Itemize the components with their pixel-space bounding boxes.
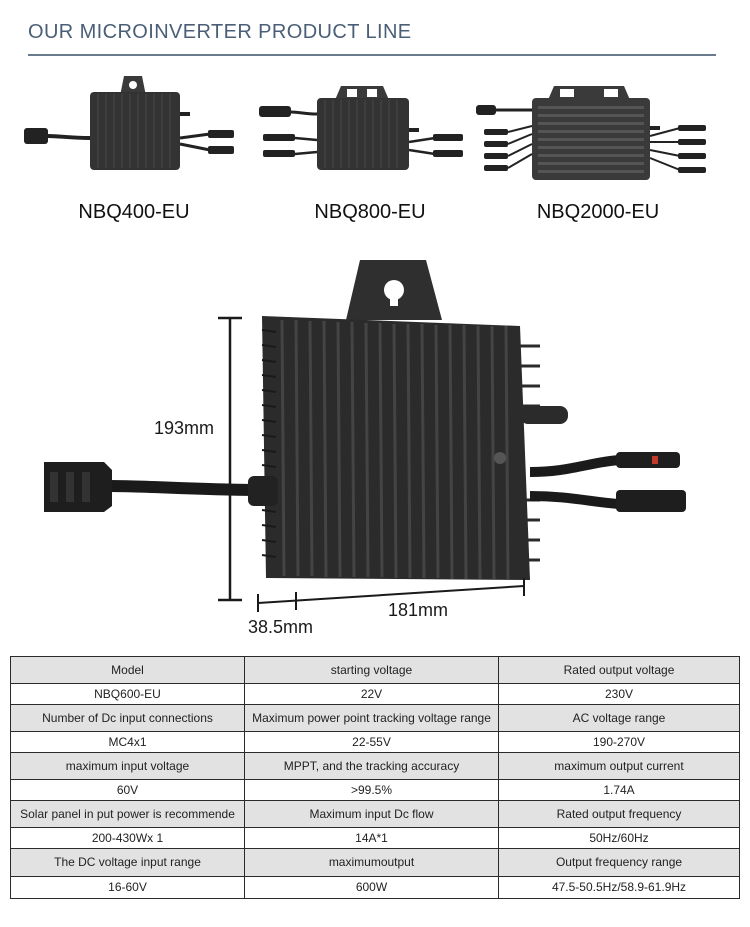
spec-value-row: 200-430Wx 1 14A*1 50Hz/60Hz — [10, 827, 740, 849]
spec-value-cell: 600W — [244, 876, 499, 899]
spec-label-cell: maximumoutput — [244, 848, 499, 877]
spec-value-cell: 22-55V — [244, 731, 499, 753]
spec-label-cell: Solar panel in put power is recommende — [10, 800, 245, 828]
nbq2000-product-image — [476, 86, 706, 180]
specifications-table: Model starting voltage Rated output volt… — [10, 656, 740, 899]
spec-value-row: MC4x1 22-55V 190-270V — [10, 731, 740, 753]
product-label-nbq800: NBQ800-EU — [314, 201, 426, 223]
spec-label-row: The DC voltage input range maximumoutput… — [10, 848, 740, 877]
dimension-depth-label: 38.5mm — [248, 617, 314, 637]
nbq400-product-image — [24, 76, 234, 170]
product-label-nbq400: NBQ400-EU — [78, 201, 190, 223]
spec-label-cell: AC voltage range — [498, 704, 740, 732]
dimension-width-label: 181mm — [388, 600, 449, 620]
page-title: OUR MICROINVERTER PRODUCT LINE — [28, 21, 412, 43]
spec-value-cell: MC4x1 — [10, 731, 245, 753]
spec-label-row: maximum input voltage MPPT, and the trac… — [10, 752, 740, 780]
spec-value-cell: 200-430Wx 1 — [10, 827, 245, 849]
spec-value-cell: 1.74A — [498, 779, 740, 801]
microinverter-dimension-drawing — [44, 260, 686, 612]
spec-label-cell: Rated output voltage — [498, 656, 740, 684]
spec-value-cell: NBQ600-EU — [10, 683, 245, 705]
product-label-nbq2000: NBQ2000-EU — [536, 201, 660, 223]
spec-label-cell: Maximum input Dc flow — [244, 800, 499, 828]
spec-value-cell: 14A*1 — [244, 827, 499, 849]
spec-value-cell: 47.5-50.5Hz/58.9-61.9Hz — [498, 876, 740, 899]
spec-value-cell: 50Hz/60Hz — [498, 827, 740, 849]
spec-value-cell: 22V — [244, 683, 499, 705]
spec-value-cell: 16-60V — [10, 876, 245, 899]
page-header: OUR MICROINVERTER PRODUCT LINE — [28, 18, 716, 56]
spec-label-row: Solar panel in put power is recommende M… — [10, 800, 740, 828]
spec-value-row: NBQ600-EU 22V 230V — [10, 683, 740, 705]
spec-value-row: 60V >99.5% 1.74A — [10, 779, 740, 801]
spec-label-row: Model starting voltage Rated output volt… — [10, 656, 740, 684]
dimension-height-label: 193mm — [154, 418, 215, 438]
nbq800-product-image — [259, 86, 463, 170]
spec-label-cell: The DC voltage input range — [10, 848, 245, 877]
spec-label-cell: starting voltage — [244, 656, 499, 684]
spec-value-cell: 190-270V — [498, 731, 740, 753]
spec-label-cell: MPPT, and the tracking accuracy — [244, 752, 499, 780]
spec-value-cell: 230V — [498, 683, 740, 705]
spec-label-cell: Number of Dc input connections — [10, 704, 245, 732]
spec-value-row: 16-60V 600W 47.5-50.5Hz/58.9-61.9Hz — [10, 876, 740, 899]
spec-label-row: Number of Dc input connections Maximum p… — [10, 704, 740, 732]
spec-value-cell: >99.5% — [244, 779, 499, 801]
spec-label-cell: Rated output frequency — [498, 800, 740, 828]
spec-label-cell: maximum output current — [498, 752, 740, 780]
spec-label-cell: Output frequency range — [498, 848, 740, 877]
spec-label-cell: Model — [10, 656, 245, 684]
spec-value-cell: 60V — [10, 779, 245, 801]
spec-label-cell: maximum input voltage — [10, 752, 245, 780]
spec-label-cell: Maximum power point tracking voltage ran… — [244, 704, 499, 732]
